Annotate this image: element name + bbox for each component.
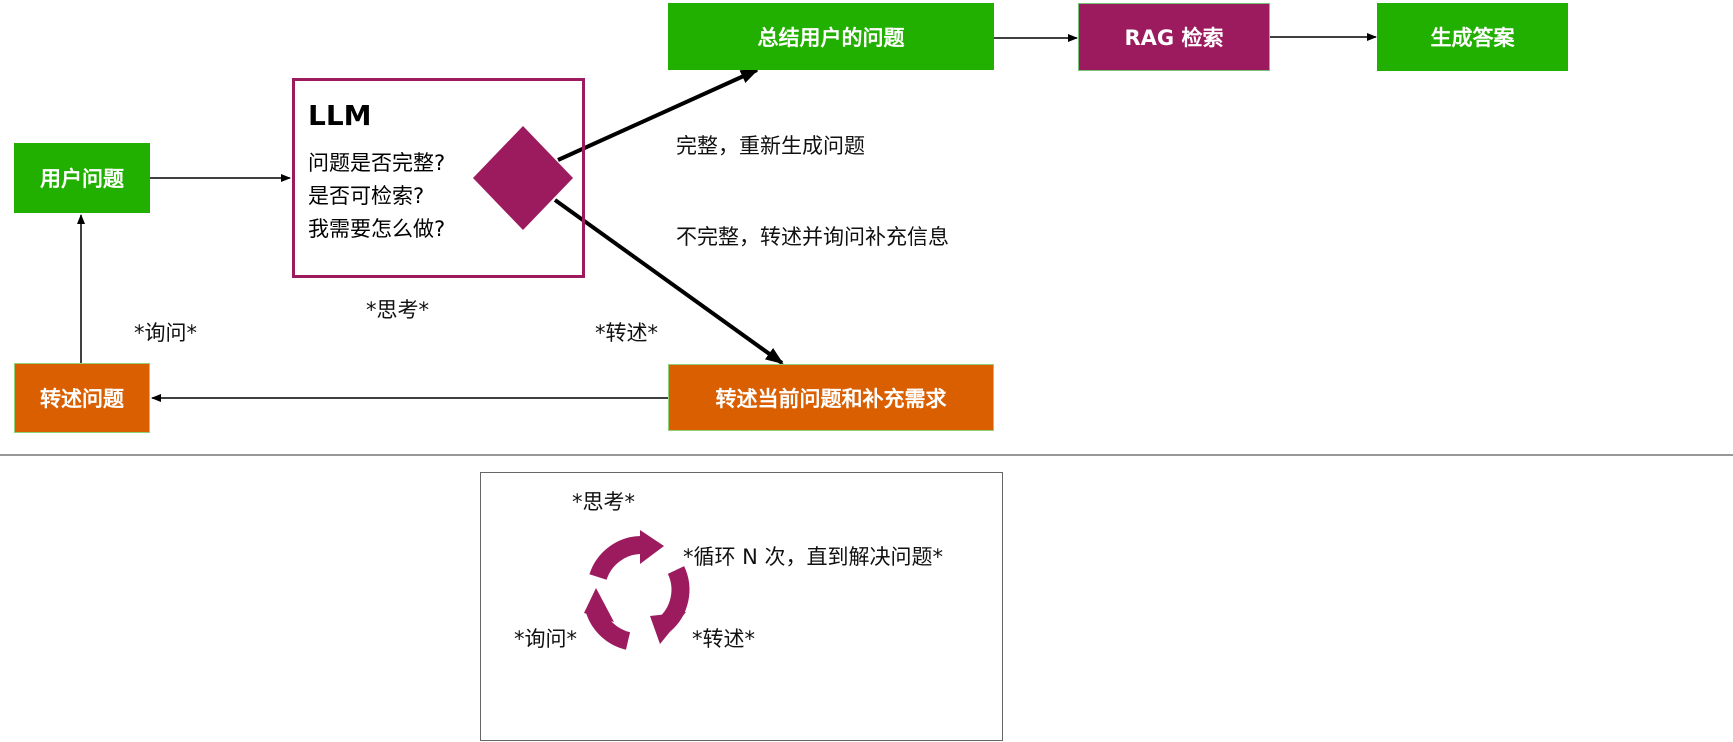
legend-ask: *询问* xyxy=(514,627,577,651)
label-think: *思考* xyxy=(366,298,429,322)
label-complete: 完整，重新生成问题 xyxy=(676,134,865,158)
node-label: 总结用户的问题 xyxy=(757,25,905,50)
node-generate: 生成答案 xyxy=(1377,3,1568,71)
node-label: 用户问题 xyxy=(40,167,124,191)
decision-diamond xyxy=(473,126,573,230)
node-rag: RAG 检索 xyxy=(1078,3,1270,71)
legend-think: *思考* xyxy=(572,490,635,514)
node-label: 生成答案 xyxy=(1430,26,1515,50)
node-restate-current: 转述当前问题和补充需求 xyxy=(668,364,994,431)
node-label: 转述问题 xyxy=(40,387,124,411)
llm-title: LLM xyxy=(308,99,372,132)
label-ask: *询问* xyxy=(134,321,197,345)
node-summarize: 总结用户的问题 xyxy=(668,3,994,70)
llm-question: 我需要怎么做? xyxy=(308,217,446,241)
label-incomplete: 不完整，转述并询问补充信息 xyxy=(676,225,949,249)
llm-box: LLM 问题是否完整? 是否可检索? 我需要怎么做? xyxy=(292,78,585,278)
node-restate-question: 转述问题 xyxy=(14,363,150,433)
arrow-decision-incomplete xyxy=(553,198,784,365)
llm-question: 问题是否完整? xyxy=(308,151,446,175)
legend-loop: *循环 N 次，直到解决问题* xyxy=(683,545,944,569)
arrow-decision-complete xyxy=(557,68,759,162)
node-user-question: 用户问题 xyxy=(14,143,150,213)
node-label: RAG 检索 xyxy=(1124,26,1224,50)
legend-box xyxy=(480,472,1003,741)
llm-question: 是否可检索? xyxy=(308,184,425,208)
legend-restate: *转述* xyxy=(692,627,755,651)
node-label: 转述当前问题和补充需求 xyxy=(715,386,947,411)
label-restate: *转述* xyxy=(595,321,658,345)
